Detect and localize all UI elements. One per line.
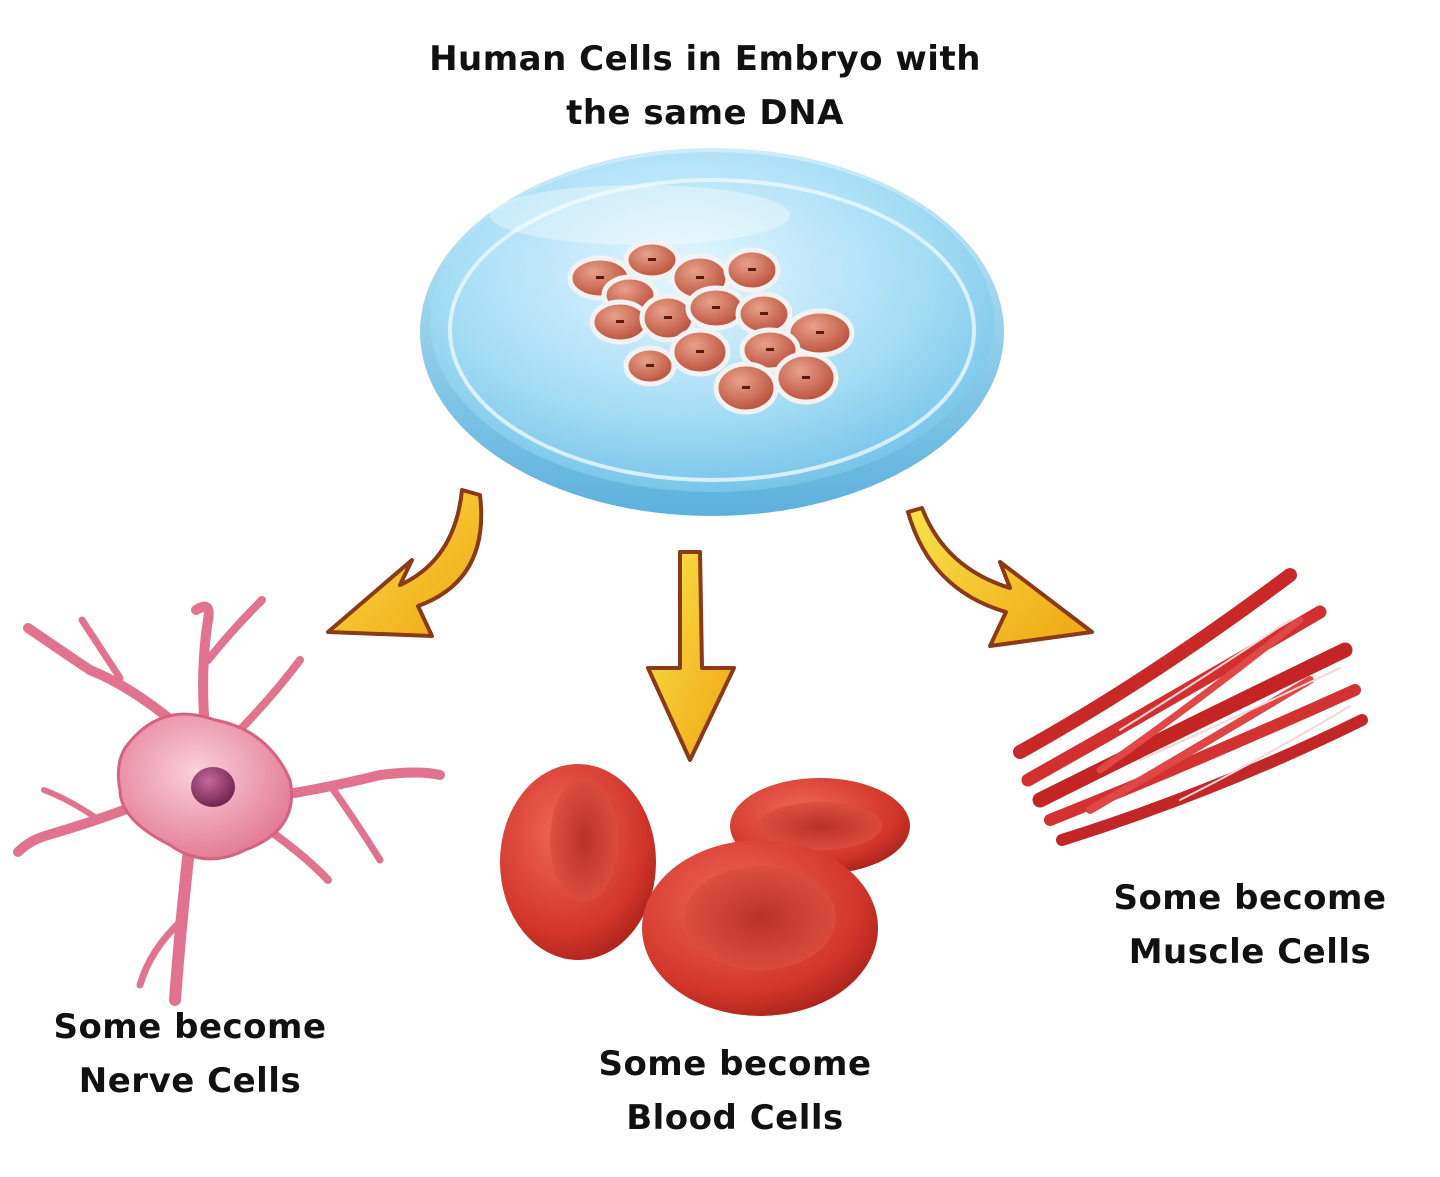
arrow-to-nerve bbox=[326, 488, 484, 638]
nerve-label-line-1: Some become bbox=[53, 1007, 327, 1047]
blood-label-line-1: Some become bbox=[598, 1044, 872, 1084]
red-blood-cell bbox=[500, 764, 656, 960]
muscle-cells-label: Some become Muscle Cells bbox=[1085, 871, 1415, 979]
muscle-label-line-1: Some become bbox=[1113, 878, 1387, 918]
red-blood-cell bbox=[642, 840, 878, 1016]
nerve-nucleus bbox=[191, 767, 235, 807]
nerve-cells-label: Some become Nerve Cells bbox=[20, 1000, 360, 1108]
embryo-cell-cluster bbox=[567, 239, 855, 415]
arrow-to-muscle bbox=[906, 506, 1094, 648]
blood-label-line-2: Blood Cells bbox=[626, 1098, 844, 1138]
muscle-label-line-2: Muscle Cells bbox=[1128, 932, 1372, 972]
title-line-1: Human Cells in Embryo with bbox=[429, 39, 981, 79]
nerve-cell bbox=[13, 596, 445, 1006]
embryo-nuclei bbox=[596, 258, 824, 389]
diagram-title: Human Cells in Embryo with the same DNA bbox=[400, 32, 1010, 140]
blood-cells-label: Some become Blood Cells bbox=[570, 1037, 900, 1145]
title-line-2: the same DNA bbox=[566, 93, 844, 133]
muscle-fibers bbox=[1013, 568, 1368, 846]
nerve-label-line-2: Nerve Cells bbox=[78, 1061, 302, 1101]
arrow-to-blood bbox=[646, 550, 736, 762]
